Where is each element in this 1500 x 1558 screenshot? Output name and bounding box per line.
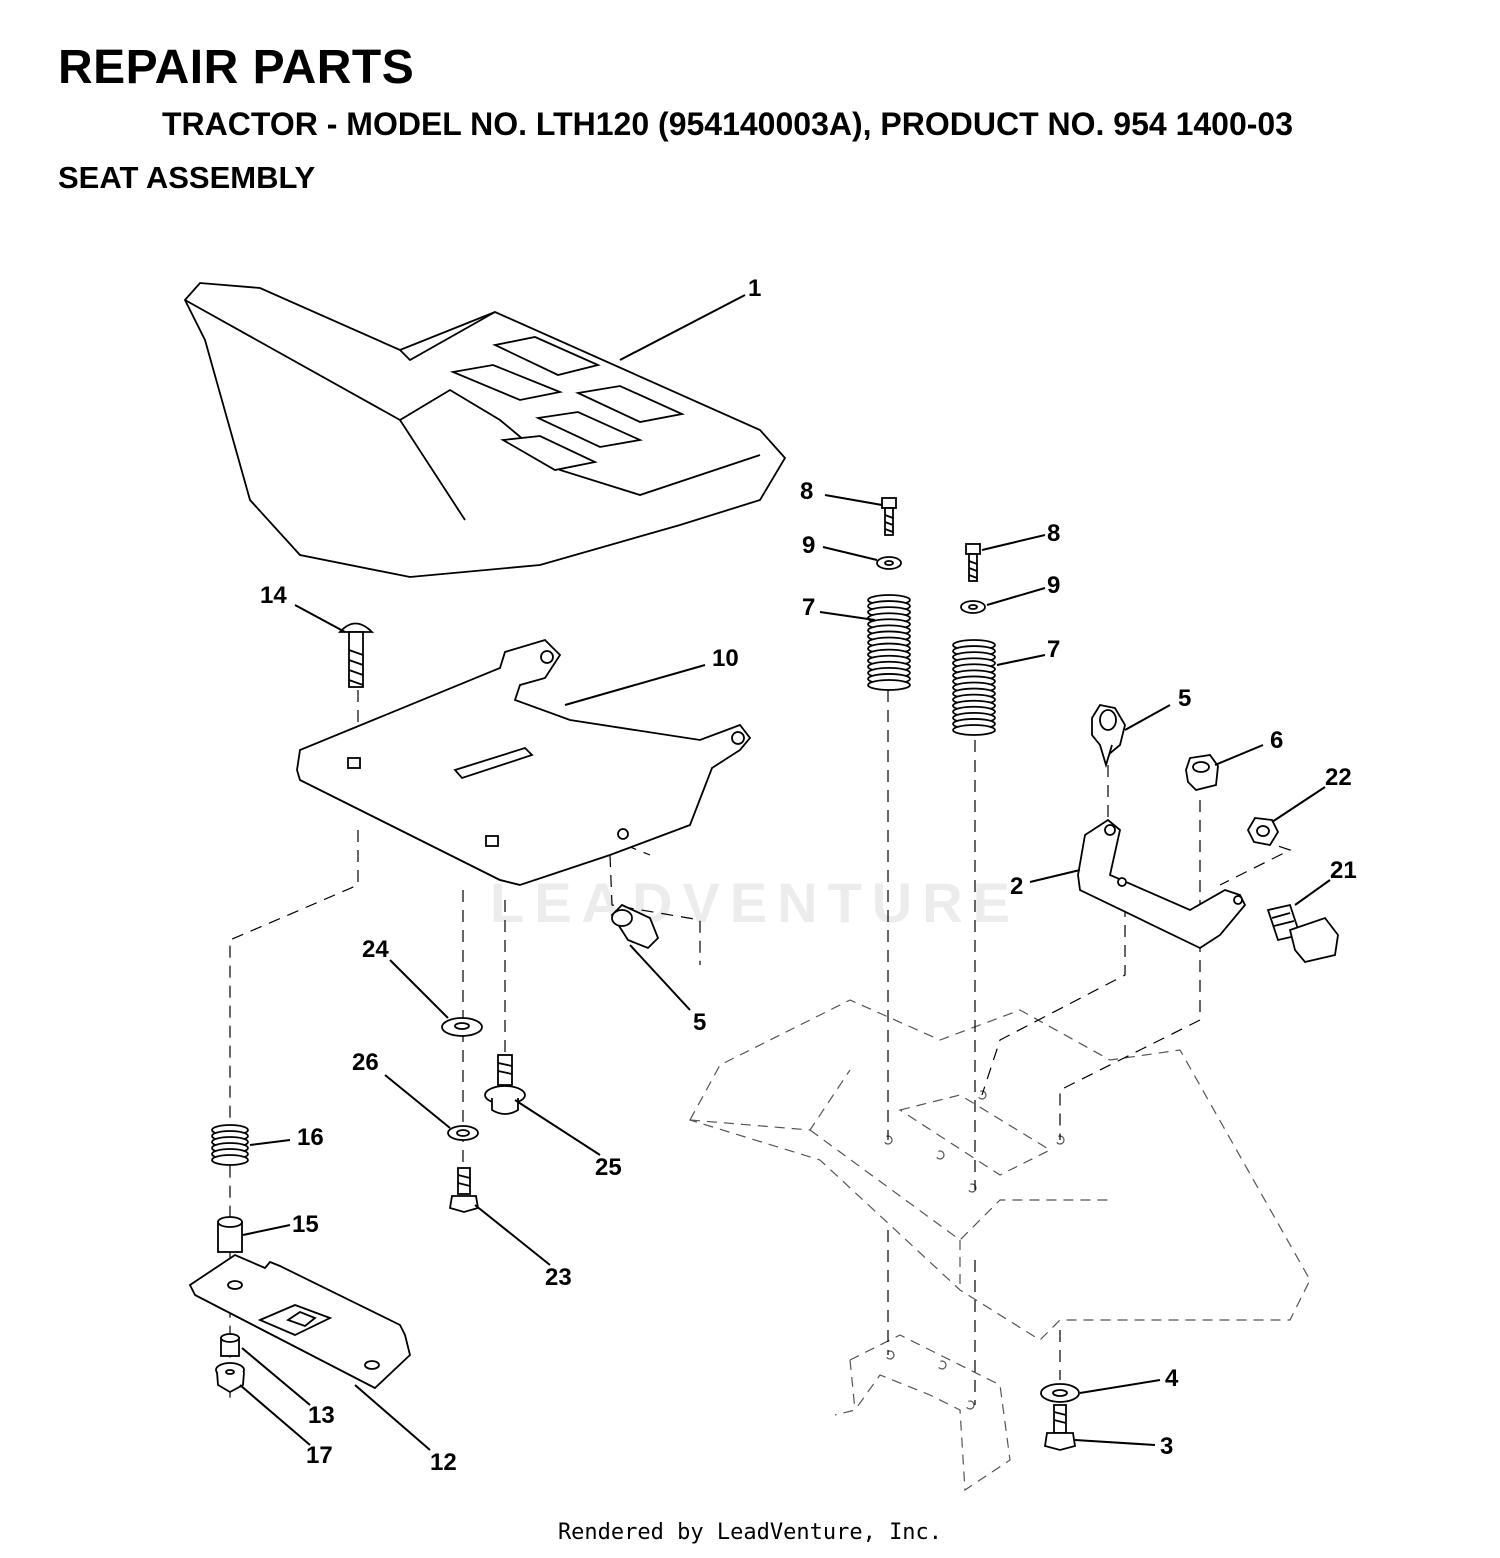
watermark-text: LEADVENTURE [490, 871, 1021, 934]
callout-4: 4 [1165, 1365, 1179, 1392]
washer-right [960, 600, 986, 614]
seat-pan [296, 638, 752, 886]
callout-13: 13 [308, 1402, 335, 1429]
callout-17: 17 [306, 1442, 333, 1469]
callout-10: 10 [712, 645, 739, 672]
model-subtitle: TRACTOR - MODEL NO. LTH120 (954140003A),… [162, 106, 1294, 142]
pivot-bracket [1077, 818, 1247, 950]
callout-7a: 7 [802, 594, 815, 621]
hex-bolt-23 [448, 1167, 480, 1213]
callout-2: 2 [1010, 873, 1023, 900]
shoulder-bolt [1266, 903, 1339, 964]
flat-washer-4 [1040, 1383, 1080, 1403]
callout-16: 16 [297, 1124, 324, 1151]
callout-5b: 5 [693, 1009, 706, 1036]
page-title: REPAIR PARTS [58, 41, 415, 94]
adjustment-plate [188, 1253, 412, 1390]
callout-7b: 7 [1047, 636, 1060, 663]
washer-left [876, 556, 902, 570]
flat-washer-24 [441, 1017, 483, 1037]
callout-leaders [239, 294, 1331, 1451]
callout-labels: 1 2 3 4 5 5 6 7 7 8 8 9 9 10 12 13 14 15… [260, 275, 1357, 1476]
callout-21: 21 [1330, 857, 1357, 884]
callout-3: 3 [1160, 1433, 1173, 1460]
callout-9b: 9 [1047, 572, 1060, 599]
flange-nut [215, 1362, 245, 1394]
callout-26: 26 [352, 1049, 379, 1076]
seat-switch-clip-upper [1091, 703, 1126, 769]
spring-coil [211, 1154, 249, 1166]
hex-bolt-3 [1043, 1404, 1077, 1451]
spring-bolt-right [965, 543, 981, 582]
spring-bolt-left [881, 497, 897, 536]
callout-9a: 9 [802, 532, 815, 559]
spring-coil [867, 679, 911, 691]
compression-spring [211, 1124, 249, 1166]
lock-nut [1185, 754, 1219, 791]
callout-25: 25 [595, 1154, 622, 1181]
footer-credit: Rendered by LeadVenture, Inc. [557, 1520, 943, 1545]
callout-24: 24 [362, 936, 389, 963]
callout-15: 15 [292, 1211, 319, 1238]
seat-cushion [183, 282, 787, 578]
callout-6: 6 [1270, 727, 1283, 754]
bushing [220, 1333, 240, 1357]
callout-1: 1 [748, 275, 761, 302]
carriage-bolt [338, 622, 375, 688]
callout-23: 23 [545, 1264, 572, 1291]
spring-right [952, 639, 996, 736]
spring-coil [952, 724, 996, 736]
callout-5a: 5 [1178, 685, 1191, 712]
callout-12: 12 [430, 1449, 457, 1476]
tractor-frame-outline [689, 999, 1311, 1492]
hex-nut [1246, 817, 1280, 846]
seat-switch-clip-lower [610, 903, 660, 950]
callout-14: 14 [260, 582, 287, 609]
callout-8a: 8 [800, 478, 813, 505]
shoulder-screw [484, 1054, 526, 1115]
lock-washer [447, 1125, 479, 1141]
callout-8b: 8 [1047, 520, 1060, 547]
callout-22: 22 [1325, 764, 1352, 791]
spacer [217, 1216, 243, 1253]
spring-left [867, 594, 911, 691]
section-title: SEAT ASSEMBLY [58, 160, 316, 195]
